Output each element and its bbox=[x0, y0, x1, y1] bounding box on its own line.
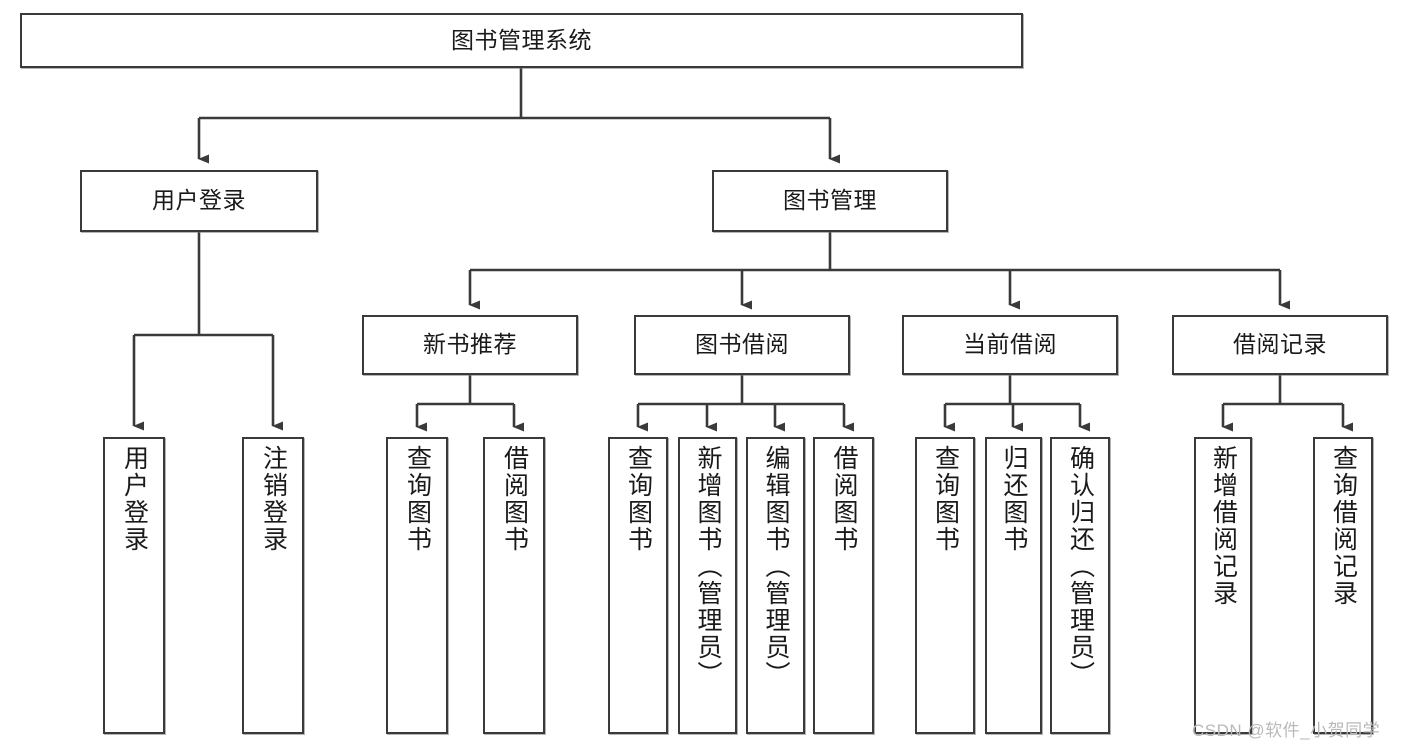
node-leaf-query-book-3-label: 查询图书 bbox=[931, 445, 960, 553]
node-leaf-query-book-2[interactable]: 查询图书 bbox=[608, 437, 668, 734]
node-leaf-borrow-book-2[interactable]: 借阅图书 bbox=[813, 437, 874, 734]
node-leaf-logout[interactable]: 注销登录 bbox=[242, 437, 304, 734]
node-leaf-add-record-label: 新增借阅记录 bbox=[1209, 445, 1238, 607]
node-leaf-borrow-book-1-label: 借阅图书 bbox=[500, 445, 529, 553]
node-borrow-record-label: 借阅记录 bbox=[1233, 331, 1327, 358]
node-user-login-label: 用户登录 bbox=[152, 187, 246, 214]
node-book-borrow[interactable]: 图书借阅 bbox=[634, 315, 850, 375]
node-leaf-user-login-label: 用户登录 bbox=[120, 445, 149, 553]
node-leaf-user-login[interactable]: 用户登录 bbox=[103, 437, 165, 734]
node-leaf-confirm-return-label: 确认归还（管理员） bbox=[1066, 445, 1095, 688]
node-leaf-confirm-return[interactable]: 确认归还（管理员） bbox=[1050, 437, 1110, 734]
node-leaf-add-book-label: 新增图书（管理员） bbox=[694, 445, 722, 688]
node-leaf-query-record-label: 查询借阅记录 bbox=[1329, 445, 1358, 607]
node-new-book-rec[interactable]: 新书推荐 bbox=[362, 315, 578, 375]
node-leaf-add-book[interactable]: 新增图书（管理员） bbox=[678, 437, 737, 734]
node-leaf-borrow-book-1[interactable]: 借阅图书 bbox=[483, 437, 545, 734]
node-leaf-edit-book-label: 编辑图书（管理员） bbox=[762, 445, 790, 688]
node-leaf-query-record[interactable]: 查询借阅记录 bbox=[1313, 437, 1373, 734]
node-leaf-query-book-3[interactable]: 查询图书 bbox=[915, 437, 975, 734]
node-leaf-add-record[interactable]: 新增借阅记录 bbox=[1194, 437, 1252, 734]
node-leaf-borrow-book-2-label: 借阅图书 bbox=[830, 445, 858, 553]
node-leaf-query-book-1-label: 查询图书 bbox=[403, 445, 432, 553]
node-leaf-query-book-2-label: 查询图书 bbox=[624, 445, 653, 553]
node-leaf-logout-label: 注销登录 bbox=[259, 445, 288, 553]
node-leaf-return-book-label: 归还图书 bbox=[1000, 445, 1028, 553]
node-borrow-record[interactable]: 借阅记录 bbox=[1172, 315, 1388, 375]
node-book-borrow-label: 图书借阅 bbox=[695, 331, 789, 358]
node-new-book-rec-label: 新书推荐 bbox=[423, 331, 517, 358]
node-root-system[interactable]: 图书管理系统 bbox=[20, 13, 1023, 68]
node-book-manage[interactable]: 图书管理 bbox=[712, 170, 948, 232]
csdn-watermark: CSDN @软件_小贺同学 bbox=[1192, 721, 1381, 740]
node-current-borrow[interactable]: 当前借阅 bbox=[902, 315, 1118, 375]
node-leaf-return-book[interactable]: 归还图书 bbox=[985, 437, 1042, 734]
node-root-label: 图书管理系统 bbox=[451, 26, 592, 53]
node-book-manage-label: 图书管理 bbox=[783, 187, 877, 214]
node-user-login[interactable]: 用户登录 bbox=[80, 170, 318, 232]
node-leaf-query-book-1[interactable]: 查询图书 bbox=[386, 437, 448, 734]
node-current-borrow-label: 当前借阅 bbox=[963, 331, 1057, 358]
node-leaf-edit-book[interactable]: 编辑图书（管理员） bbox=[746, 437, 805, 734]
